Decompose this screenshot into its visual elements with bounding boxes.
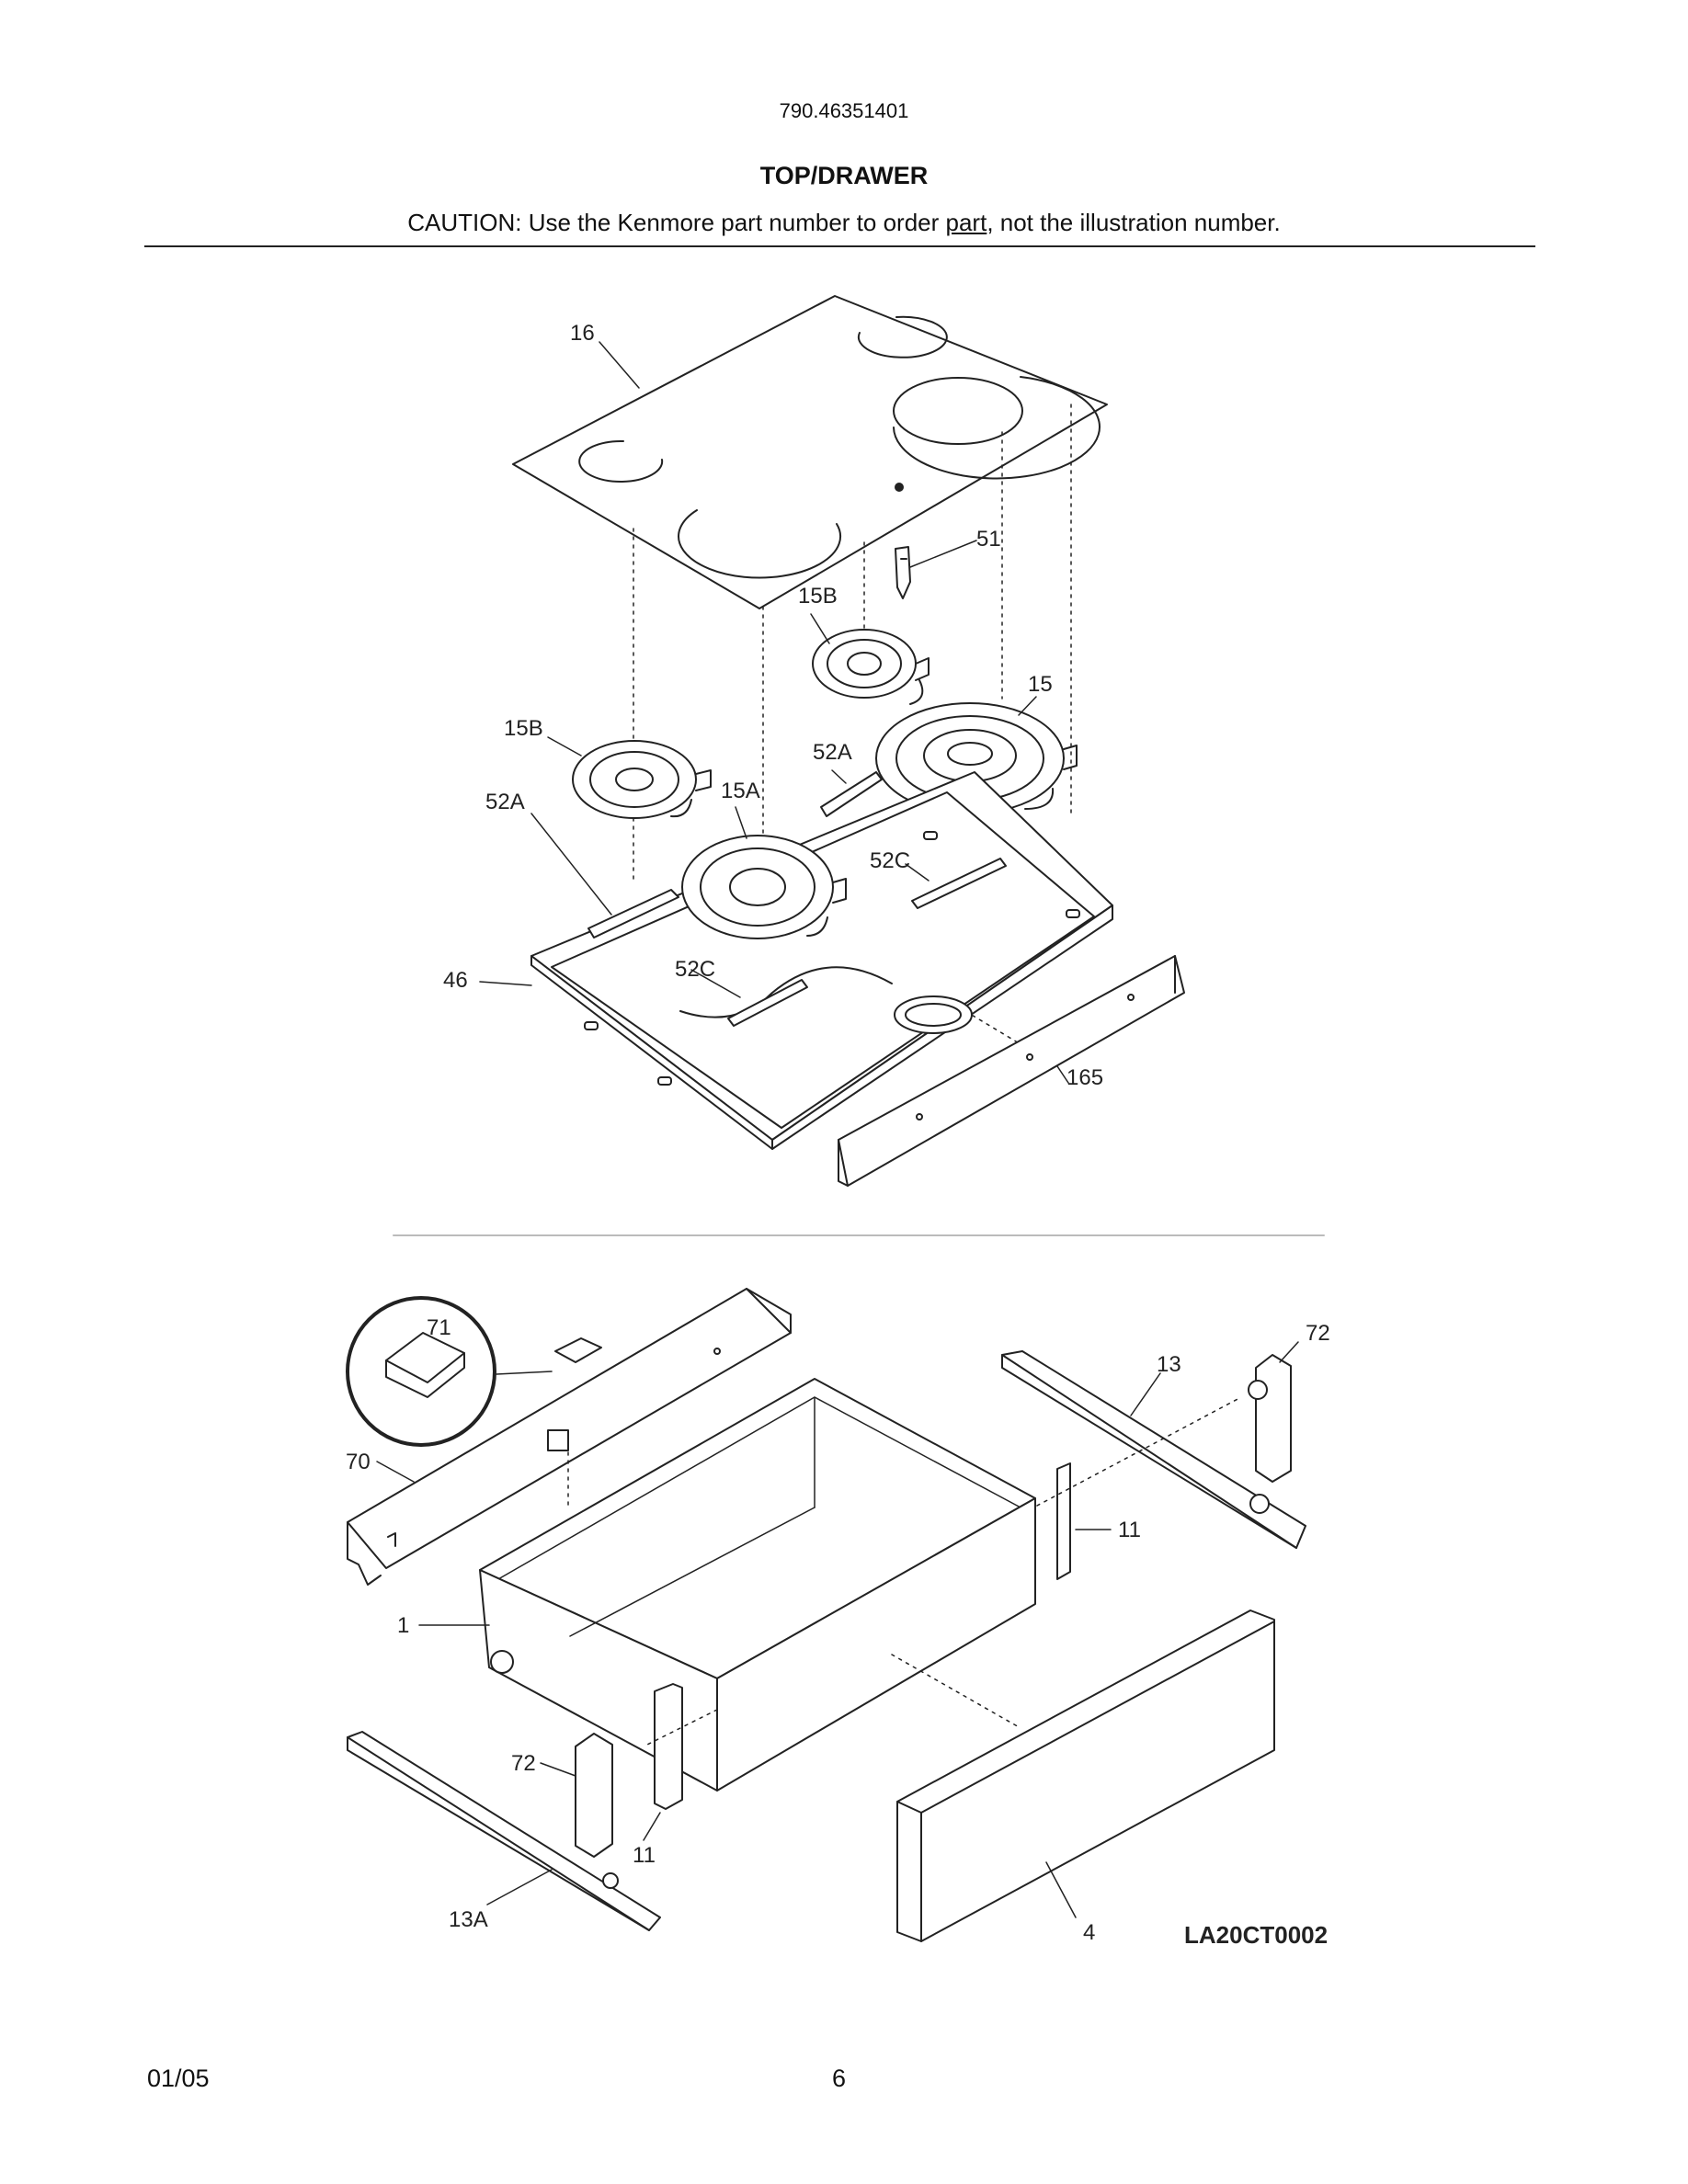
footer-date: 01/05: [147, 2065, 210, 2092]
slide-11-right: [1056, 1462, 1071, 1580]
front-rail-13a: [347, 1731, 661, 1931]
element-15b-left: [572, 740, 712, 819]
drawer-alignment-guides: [567, 1396, 1242, 1747]
callout-72-right: 72: [1306, 1321, 1330, 1346]
caution-notice: CAUTION: Use the Kenmore part number to …: [0, 209, 1688, 237]
callout-52a-right: 52A: [813, 740, 852, 765]
callout-15a: 15A: [721, 779, 760, 803]
callout-4: 4: [1083, 1920, 1095, 1945]
illustration-code: LA20CT0002: [1184, 1921, 1328, 1949]
section-title: TOP/DRAWER: [759, 162, 929, 189]
slide-11-left: [654, 1683, 683, 1810]
callout-46: 46: [443, 968, 468, 993]
callout-165: 165: [1066, 1065, 1103, 1090]
callout-52c-front: 52C: [675, 957, 715, 982]
element-15a-front: [681, 835, 847, 939]
footer-page-number: 6: [832, 2065, 847, 2092]
callout-leaders-top: [479, 341, 1069, 1084]
glass-cooktop: [512, 295, 1108, 609]
bracket-52c-front: [727, 979, 808, 1027]
element-15-right: [875, 702, 1078, 814]
header-divider: [144, 245, 1535, 247]
caution-suffix: , not the illustration number.: [987, 209, 1281, 236]
callout-52c-right: 52C: [870, 848, 910, 873]
bracket-72-right: [1248, 1354, 1292, 1483]
bracket-52c-right: [911, 858, 1007, 909]
detail-circle-71: [346, 1296, 602, 1447]
callout-leaders-drawer: [376, 1341, 1299, 1918]
callout-labels-drawer: 71 72 13 70 11 1 72 11 13A 4: [346, 1315, 1330, 1945]
upper-rail-70: [347, 1288, 792, 1586]
callout-11-left: 11: [633, 1843, 656, 1868]
callout-labels-top: 16 51 15B 15 15B 52A 52A 15A 52C 46 52C …: [443, 321, 1103, 1090]
terminal-block-51: [895, 546, 911, 599]
callout-70: 70: [346, 1450, 371, 1474]
callout-16: 16: [570, 321, 595, 346]
callout-13a: 13A: [449, 1907, 488, 1932]
callout-15b-left: 15B: [504, 716, 543, 741]
callout-71: 71: [427, 1315, 451, 1340]
drip-pan-body-46: [530, 771, 1113, 1150]
rear-rail-13: [1001, 1350, 1306, 1549]
bracket-52a-left: [587, 889, 679, 938]
caution-underlined-word: part: [945, 209, 987, 236]
callout-1: 1: [397, 1613, 409, 1638]
caution-prefix: CAUTION: Use the Kenmore part number to …: [407, 209, 946, 236]
model-number: 790.46351401: [779, 99, 909, 122]
callout-13: 13: [1157, 1352, 1181, 1377]
front-manifold-rail-165: [838, 955, 1185, 1187]
callout-15b-rear: 15B: [798, 584, 838, 609]
drawer-front-panel-4: [896, 1610, 1275, 1942]
callout-15: 15: [1028, 672, 1053, 697]
bracket-52a-right: [820, 771, 883, 817]
callout-72-left: 72: [511, 1751, 536, 1776]
callout-51: 51: [976, 527, 1001, 552]
bracket-72-left: [575, 1733, 613, 1858]
element-15b-rear: [812, 629, 930, 705]
callout-52a-left: 52A: [485, 790, 525, 814]
callout-11-right: 11: [1118, 1518, 1141, 1542]
